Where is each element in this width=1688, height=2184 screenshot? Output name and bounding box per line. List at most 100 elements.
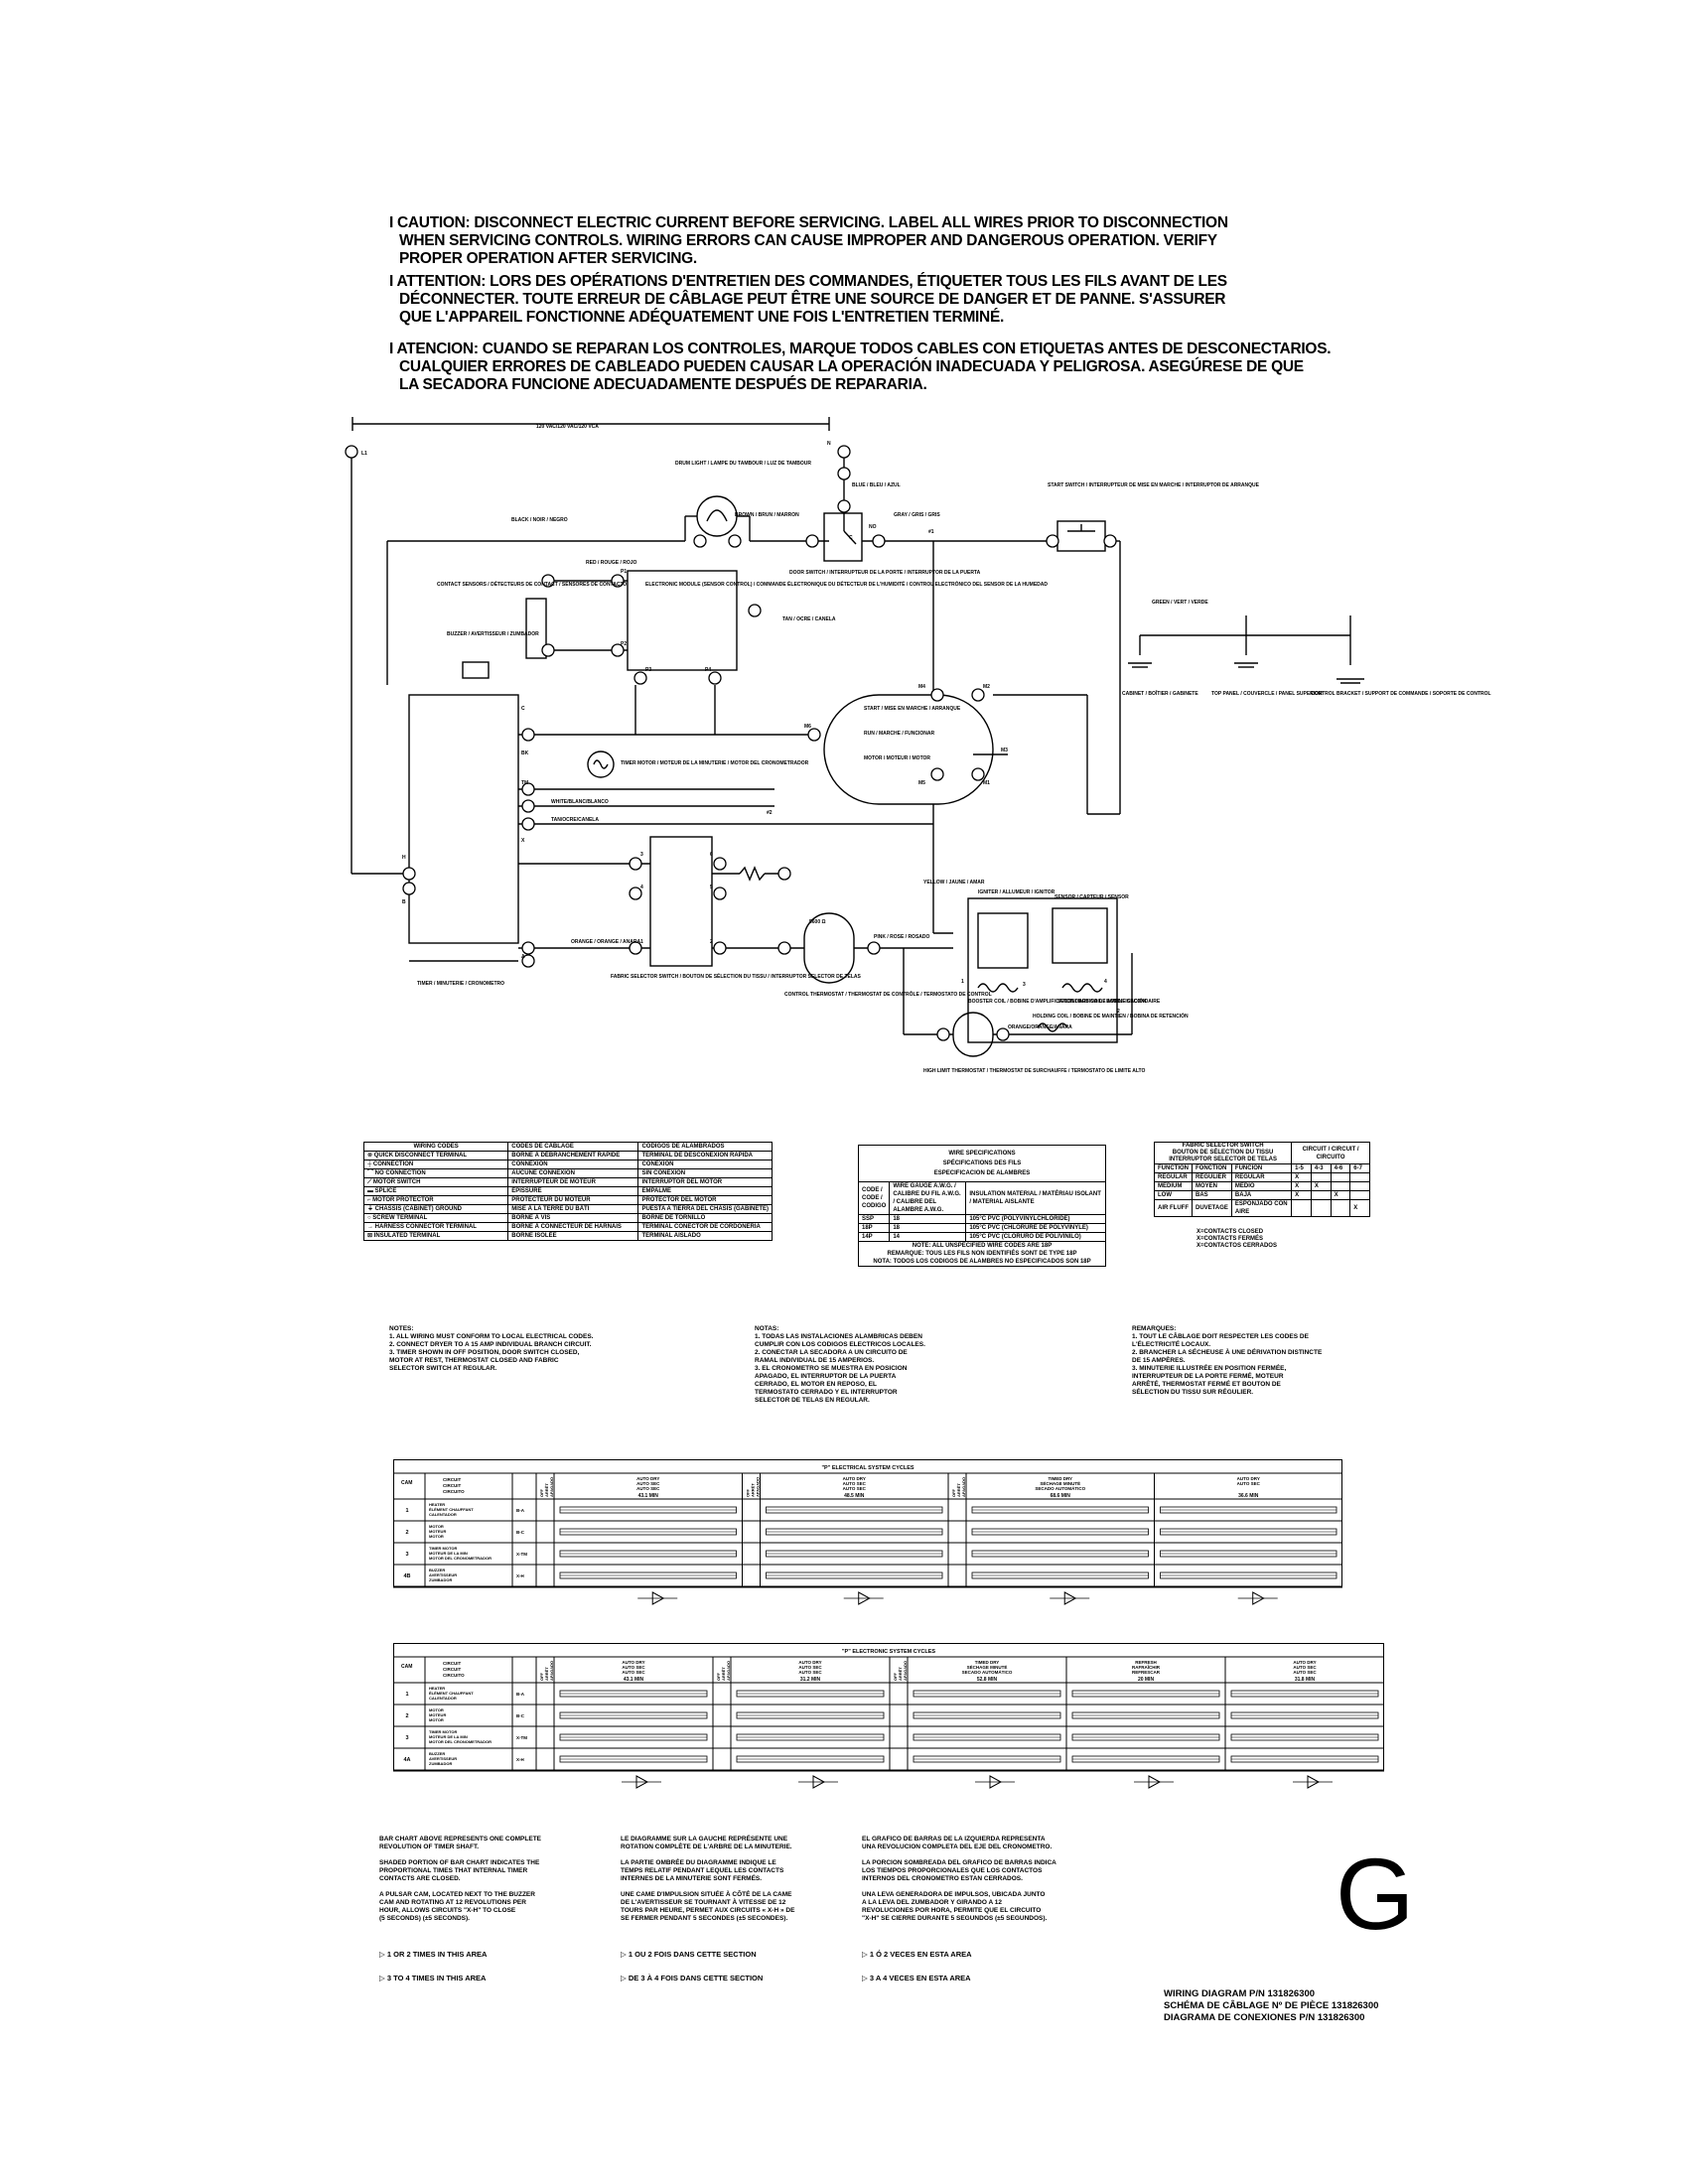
pin-label: NO [869, 524, 877, 530]
pin-label: X [521, 838, 525, 844]
section-label: RAFRAÎCHIR [1132, 1663, 1161, 1670]
circuit-name: AVERTISSEUR [429, 1756, 457, 1761]
section-label: TIMED DRY [975, 1660, 1000, 1665]
off-label: ARRÊT [544, 1483, 549, 1497]
pin-label: C [849, 535, 853, 541]
pin-label: A [521, 954, 525, 960]
cycle-chart-electrical: "P" ELECTRICAL SYSTEM CYCLESCAMCIRCUITCI… [393, 1459, 1342, 1605]
off-label: ARRÊT [544, 1667, 549, 1681]
legend-french-pulse-2: ▷ DE 3 À 4 FOIS DANS CETTE SECTION [621, 1974, 764, 1982]
section-time: 31.2 MIN [800, 1677, 821, 1683]
secondary-coil-label: SECONDARY COIL / BOBINE SECONDAIRE [1057, 999, 1161, 1005]
cycle-chart-electronic: "P" ELECTRONIC SYSTEM CYCLESCAMCIRCUITCI… [393, 1643, 1384, 1789]
pin-label: P3 [645, 667, 651, 673]
section-time: 43.1 MIN [638, 1493, 659, 1499]
table-cell [1310, 1172, 1332, 1182]
electronic-module-label: ELECTRONIC MODULE (SENSOR CONTROL) / COM… [645, 580, 1048, 588]
table-cell: 18P [857, 1223, 891, 1233]
contact-sensors-symbol [525, 598, 547, 659]
circuit-name: MOTOR [429, 1707, 444, 1712]
section-time: 20 MIN [1138, 1677, 1155, 1683]
table-cell: SSP [857, 1214, 891, 1224]
section-label: AUTO SEC [843, 1486, 867, 1491]
legend-english-pulse-1: ▷ 1 OR 2 TIMES IN THIS AREA [379, 1950, 488, 1959]
high-limit-thermostat-label: HIGH LIMIT THERMOSTAT / THERMOSTAT DE SU… [923, 1068, 1146, 1074]
circuit-name: MOTEUR [429, 1529, 446, 1534]
table-cell: DUVETAGE [1192, 1199, 1232, 1217]
cam-number: 3 [405, 1552, 408, 1558]
section-label: REFRESCAR [1132, 1670, 1161, 1675]
motor-label: MOTOR / MOTEUR / MOTOR [864, 755, 930, 761]
table-cell: X [1291, 1181, 1312, 1191]
table-cell: INTERRUPTOR DEL MOTOR [637, 1177, 773, 1187]
off-label: OFF [746, 1488, 751, 1497]
pin-label: M5 [918, 780, 925, 786]
section-label: AUTO DRY [636, 1476, 659, 1481]
table-cell: MEDIUM [1154, 1181, 1193, 1191]
table-header: 1-5 [1291, 1163, 1312, 1173]
chart-title: "P" ELECTRONIC SYSTEM CYCLES [842, 1649, 935, 1655]
legend-spanish-pulse-2: ▷ 3 A 4 VECES EN ESTA AREA [862, 1974, 971, 1982]
circuit-name: ÉLÉMENT CHAUFFANT [429, 1691, 474, 1696]
flame-sensor-label: SENSOR / CAPTEUR / SENSOR [1055, 894, 1129, 900]
section-label: AUTO SEC [1237, 1481, 1261, 1486]
contact-pair: X-H [516, 1573, 524, 1578]
table-header: FUNCION [1230, 1163, 1293, 1173]
table-header: CODES DE CÂBLAGE [507, 1142, 639, 1152]
caution-line: QUE L'APPAREIL FONCTIONNE ADÉQUATEMENT U… [399, 309, 1005, 326]
section-label: AUTO SEC [636, 1486, 660, 1491]
table-cell: SIN CONEXION [637, 1168, 773, 1178]
circuit-name: MOTOR [429, 1524, 444, 1529]
table-cell: BORNE À DÉBRANCHEMENT RAPIDE [507, 1151, 639, 1160]
table-cell [1330, 1181, 1351, 1191]
caution-line: WHEN SERVICING CONTROLS. WIRING ERRORS C… [399, 232, 1217, 249]
table-cell [1310, 1190, 1332, 1200]
pin-label: C [521, 706, 525, 712]
circuit-name: HEATER [429, 1686, 445, 1691]
timer-box [408, 694, 519, 944]
section-label: AUTO SEC [1293, 1670, 1317, 1675]
table-cell: BAS [1192, 1190, 1232, 1200]
top-panel-ground-label: TOP PANEL / COUVERCLE / PANEL SUPERIOR [1211, 691, 1323, 697]
section-label: AUTO SEC [843, 1481, 867, 1486]
table-cell: 14P [857, 1232, 891, 1242]
section-label: AUTO DRY [622, 1660, 644, 1665]
buzzer-symbol [462, 661, 490, 679]
legend-french-pulse-1: ▷ 1 OU 2 FOIS DANS CETTE SECTION [621, 1950, 757, 1959]
table-cell [1330, 1199, 1351, 1217]
table-header: 4-3 [1310, 1163, 1332, 1173]
table-cell: REGULAR [1230, 1172, 1293, 1182]
pin-label: B [402, 899, 406, 905]
table-cell: ⊗ QUICK DISCONNECT TERMINAL [362, 1151, 509, 1160]
holding-coil-label: HOLDING COIL / BOBINE DE MAINTIEN / BOBI… [1033, 1012, 1189, 1020]
section-time: 48.5 MIN [844, 1493, 865, 1499]
pin-label: P1 [621, 569, 627, 575]
pin-label: 3 [640, 852, 643, 858]
timer-motor-label: TIMER MOTOR / MOTEUR DE LA MINUTERIE / M… [621, 760, 809, 766]
chart-title: "P" ELECTRICAL SYSTEM CYCLES [821, 1465, 914, 1471]
table-cell: ⟋ MOTOR SWITCH [362, 1177, 509, 1187]
part-number-line: DIAGRAMA DE CONEXIONES P/N 131826300 [1164, 2012, 1365, 2023]
cam-header: CAM [401, 1480, 412, 1486]
table-cell: EMPALME [637, 1186, 773, 1196]
circuit-name: MOTEUR DE LA MIN [429, 1734, 468, 1739]
contact-pair: B-A [516, 1508, 525, 1513]
caution-line: I ATTENTION: LORS DES OPÉRATIONS D'ENTRE… [389, 273, 1227, 290]
table-header-row: CODE / CODE / CODIGO WIRE GAUGE A.W.G. /… [857, 1181, 1106, 1215]
table-cell: 14 [889, 1232, 967, 1242]
tan-ocre-wire-label: TAN/OCRE/CANELA [551, 817, 599, 823]
table-cell: BAJA [1230, 1190, 1293, 1200]
section-time: 36.6 MIN [1238, 1493, 1259, 1499]
pulse-triangle-icon: ▷ [621, 1974, 627, 1982]
table-cell: PROTECTEUR DU MOTEUR [507, 1195, 639, 1205]
circuit-name: AVERTISSEUR [429, 1572, 457, 1577]
circuit-name: ZUMBADOR [429, 1761, 452, 1766]
off-label: ARRÊT [721, 1667, 726, 1681]
contact-pair: B-C [516, 1530, 525, 1535]
circuit-header: CIRCUIT [443, 1667, 461, 1672]
table-cell: ⊠ INSULATED TERMINAL [362, 1231, 509, 1241]
